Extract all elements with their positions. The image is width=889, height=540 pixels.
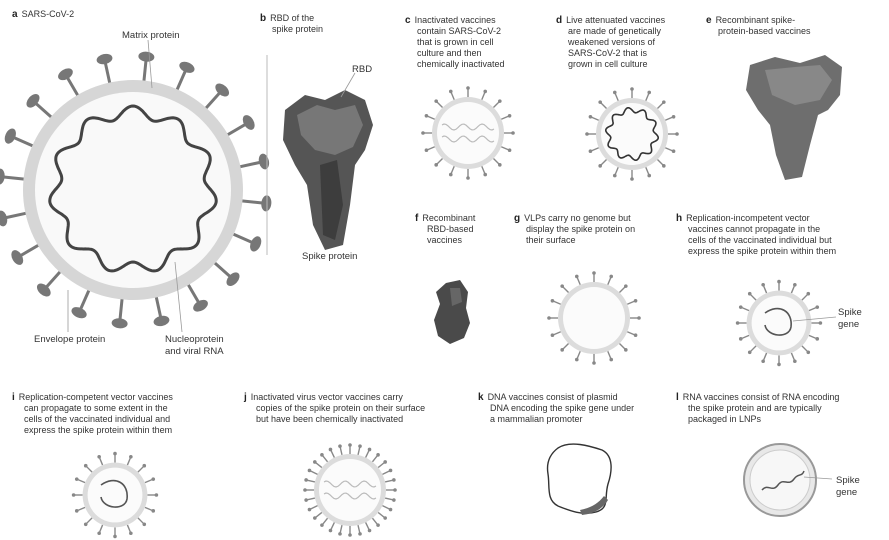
panel-i-caption: i Replication-competent vector vaccines c… xyxy=(12,392,173,436)
panel-e-letter: e xyxy=(706,15,712,26)
panel-d-line-4: grown in cell culture xyxy=(568,59,648,69)
panel-h-line-3: express the spike protein within them xyxy=(688,246,836,256)
panel-f-line-1: RBD-based xyxy=(427,224,474,234)
panel-h-line-0: Replication-incompetent vector xyxy=(686,213,810,223)
panel-b-caption-line1: RBD of the xyxy=(270,13,314,23)
panel-d-letter: d xyxy=(556,15,562,26)
panel-k-caption: k DNA vaccines consist of plasmid DNA enc… xyxy=(478,392,634,425)
panel-e-line-0: Recombinant spike- xyxy=(716,15,796,25)
replication-incompetent-vector-illustration xyxy=(734,278,824,368)
panel-l-line-0: RNA vaccines consist of RNA encoding xyxy=(683,392,840,402)
panel-f-line-0: Recombinant xyxy=(422,213,475,223)
panel-c-caption: c Inactivated vaccines contain SARS-CoV-2… xyxy=(405,15,505,70)
panel-b-letter: b xyxy=(260,13,266,24)
virus-like-particle-illustration xyxy=(544,268,644,368)
dna-plasmid-illustration xyxy=(540,438,620,518)
inactivated-virus-illustration xyxy=(418,83,518,183)
panel-l-letter: l xyxy=(676,392,679,403)
panel-c-line-3: culture and then xyxy=(417,48,482,58)
panel-i-line-2: cells of the vaccinated individual and xyxy=(24,414,170,424)
panel-g-line-1: display the spike protein on xyxy=(526,224,635,234)
panel-c-line-0: Inactivated vaccines xyxy=(415,15,496,25)
panel-j-line-1: copies of the spike protein on their sur… xyxy=(256,403,425,413)
panel-k-line-2: a mammalian promoter xyxy=(490,414,583,424)
panel-e-line-1: protein-based vaccines xyxy=(718,26,811,36)
panel-e-caption: e Recombinant spike- protein-based vaccin… xyxy=(706,15,811,37)
panel-g-line-0: VLPs carry no genome but xyxy=(524,213,631,223)
panel-l-line-2: packaged in LNPs xyxy=(688,414,761,424)
live-attenuated-virus-illustration xyxy=(582,84,682,184)
panel-h-line-2: cells of the vaccinated individual but xyxy=(688,235,832,245)
panel-d-line-0: Live attenuated vaccines xyxy=(566,15,665,25)
panel-f-caption: f Recombinant RBD-based vaccines xyxy=(415,213,475,246)
panel-b-caption-line2: spike protein xyxy=(272,24,323,34)
panel-l-spike-gene-label-1: Spike xyxy=(836,475,860,486)
panel-j-line-0: Inactivated virus vector vaccines carry xyxy=(251,392,403,402)
sars-cov-2-virion-illustration xyxy=(0,0,270,340)
panel-k-line-0: DNA vaccines consist of plasmid xyxy=(488,392,618,402)
panel-f-line-2: vaccines xyxy=(427,235,462,245)
panel-l-line-1: the spike protein and are typically xyxy=(688,403,822,413)
panel-b-caption: b RBD of the spike protein xyxy=(260,13,323,35)
panel-l-caption: l RNA vaccines consist of RNA encoding th… xyxy=(676,392,839,425)
panel-j-caption: j Inactivated virus vector vaccines carry… xyxy=(244,392,425,425)
inactivated-virus-vector-illustration xyxy=(300,440,400,540)
lipid-nanoparticle-rna-illustration xyxy=(740,435,830,525)
panel-h-spike-gene-label-1: Spike xyxy=(838,307,862,318)
spike-protein-structure-illustration xyxy=(265,55,385,255)
panel-d-line-1: are made of genetically xyxy=(568,26,661,36)
panel-g-caption: g VLPs carry no genome but display the sp… xyxy=(514,213,635,246)
panel-f-letter: f xyxy=(415,213,418,224)
panel-g-letter: g xyxy=(514,213,520,224)
panel-h-line-1: vaccines cannot propagate in the xyxy=(688,224,820,234)
panel-k-letter: k xyxy=(478,392,484,403)
panel-c-line-4: chemically inactivated xyxy=(417,59,505,69)
panel-c-line-2: that is grown in cell xyxy=(417,37,494,47)
recombinant-rbd-illustration xyxy=(428,278,478,348)
panel-j-letter: j xyxy=(244,392,247,403)
recombinant-spike-protein-illustration xyxy=(740,55,850,185)
panel-d-caption: d Live attenuated vaccines are made of ge… xyxy=(556,15,665,70)
panel-j-line-2: but have been chemically inactivated xyxy=(256,414,403,424)
panel-d-line-3: SARS-CoV-2 that is xyxy=(568,48,647,58)
nucleoprotein-label-2: and viral RNA xyxy=(165,346,224,357)
replication-competent-vector-illustration xyxy=(70,450,160,540)
panel-h-caption: h Replication-incompetent vector vaccines… xyxy=(676,213,836,257)
panel-i-line-0: Replication-competent vector vaccines xyxy=(19,392,173,402)
panel-i-line-1: can propagate to some extent in the xyxy=(24,403,168,413)
panel-h-spike-gene-label-2: gene xyxy=(838,319,859,330)
panel-i-line-3: express the spike protein within them xyxy=(24,425,172,435)
panel-d-line-2: weakened versions of xyxy=(568,37,655,47)
panel-i-letter: i xyxy=(12,392,15,403)
panel-c-letter: c xyxy=(405,15,411,26)
panel-c-line-1: contain SARS-CoV-2 xyxy=(417,26,501,36)
panel-l-spike-gene-label-2: gene xyxy=(836,487,857,498)
panel-g-line-2: their surface xyxy=(526,235,576,245)
panel-k-line-1: DNA encoding the spike gene under xyxy=(490,403,634,413)
panel-h-letter: h xyxy=(676,213,682,224)
